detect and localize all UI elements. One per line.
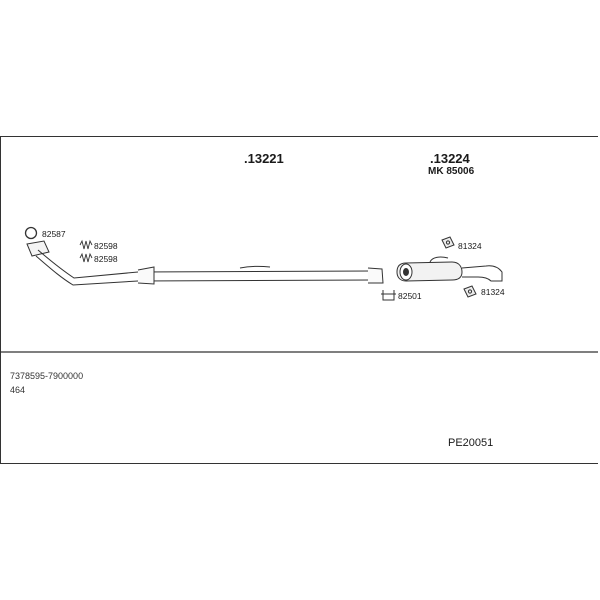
- part-label-hanger-top: 81324: [458, 241, 482, 251]
- pipe-flange: [26, 240, 50, 257]
- chassis-range: 7378595-7900000: [10, 371, 84, 381]
- part-label-clamp: 82501: [398, 291, 422, 301]
- mounting-kit-number: MK 85006: [428, 166, 475, 177]
- spring-icon: [79, 239, 93, 263]
- part-label-hanger-bottom: 81324: [481, 287, 505, 297]
- info-code: 464: [10, 385, 26, 395]
- part-label-spring-1: 82598: [94, 241, 118, 251]
- hanger-icon: [441, 236, 477, 298]
- part-label-ring: 82587: [42, 229, 66, 239]
- diagram-frame: [0, 136, 598, 464]
- assembly-number-rear: .13224: [430, 151, 470, 166]
- rear-muffler: [396, 256, 503, 282]
- part-label-spring-2: 82598: [94, 254, 118, 264]
- kit-code: PE20051: [448, 437, 494, 449]
- assembly-number-front: .13221: [244, 151, 284, 166]
- ring-gasket: [24, 226, 38, 240]
- front-pipe: [26, 240, 384, 286]
- clamp-icon: [381, 290, 396, 301]
